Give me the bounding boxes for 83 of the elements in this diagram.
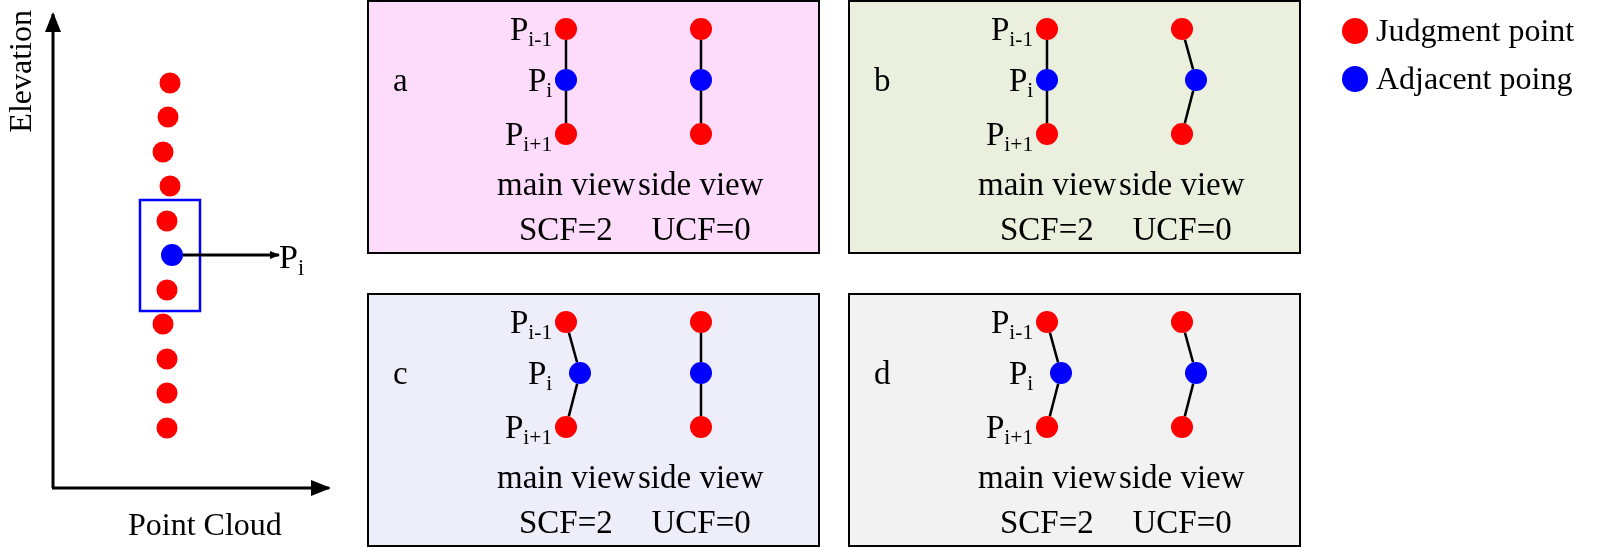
- point-dot: [161, 244, 183, 266]
- point-dot: [555, 69, 577, 91]
- point-dot: [569, 362, 591, 384]
- point-dot: [690, 123, 712, 145]
- point-dot: [690, 362, 712, 384]
- connector-line: [1045, 40, 1049, 69]
- point-label: P$_{i-1}$: [510, 12, 553, 46]
- point-dot: [555, 18, 577, 40]
- point-label: P$_{i}$: [279, 239, 305, 275]
- point-label: P$_{i+1}$: [986, 117, 1034, 151]
- point-dot: [555, 416, 577, 438]
- arrow: [183, 251, 280, 259]
- value-label: SCF=2: [519, 212, 613, 246]
- point-label: P$_{i-1}$: [991, 305, 1034, 339]
- panel-letter: a: [393, 63, 408, 97]
- connector-line: [1048, 332, 1060, 363]
- value-label: SCF=2: [1000, 212, 1094, 246]
- point-label: P$_{i+1}$: [505, 410, 553, 444]
- point-label: P$_{i+1}$: [986, 410, 1034, 444]
- view-label: side view: [1119, 460, 1245, 494]
- point-dot: [1036, 416, 1058, 438]
- point-dot: [555, 311, 577, 333]
- connector-line: [564, 91, 568, 123]
- connector-line: [1183, 90, 1195, 124]
- connector-line: [567, 332, 579, 363]
- connector-line: [1048, 383, 1060, 417]
- view-label: side view: [638, 460, 764, 494]
- legend-text: Adjacent poing: [1376, 60, 1573, 96]
- point-dot: [1171, 18, 1193, 40]
- point-dot: [1171, 311, 1193, 333]
- connector-line: [699, 384, 703, 416]
- point-dot: [555, 123, 577, 145]
- point-label: P$_{i-1}$: [991, 12, 1034, 46]
- view-label: main view: [497, 167, 636, 201]
- view-label: main view: [978, 460, 1117, 494]
- value-label: SCF=2: [519, 505, 613, 539]
- value-label: SCF=2: [1000, 505, 1094, 539]
- point-label: P$_{i+1}$: [505, 117, 553, 151]
- panel-background: [367, 0, 820, 254]
- panel-background: [848, 0, 1301, 254]
- point-dot: [1036, 18, 1058, 40]
- panel-letter: b: [874, 63, 891, 97]
- connector-line: [699, 40, 703, 69]
- connector-line: [564, 40, 568, 69]
- point-dot: [1036, 123, 1058, 145]
- connector-line: [699, 333, 703, 362]
- point-dot: [1171, 416, 1193, 438]
- point-dot: [1036, 311, 1058, 333]
- axis-label: Elevation: [2, 10, 38, 133]
- point-label: P$_{i}$: [1009, 63, 1034, 97]
- connector-line: [1183, 332, 1195, 363]
- connector-line: [1045, 91, 1049, 123]
- value-label: UCF=0: [651, 505, 751, 539]
- panel-background: [367, 293, 820, 547]
- point-dot: [690, 311, 712, 333]
- panel-letter: d: [874, 356, 891, 390]
- point-dot: [690, 69, 712, 91]
- value-label: UCF=0: [1132, 212, 1232, 246]
- view-label: main view: [497, 460, 636, 494]
- point-dot: [690, 416, 712, 438]
- panel-letter: c: [393, 356, 408, 390]
- view-label: main view: [978, 167, 1117, 201]
- point-label: P$_{i-1}$: [510, 305, 553, 339]
- point-dot: [1185, 69, 1207, 91]
- point-dot: [1171, 123, 1193, 145]
- axis-label: Point Cloud: [128, 506, 282, 542]
- connector-line: [699, 91, 703, 123]
- point-dot: [1036, 69, 1058, 91]
- view-label: side view: [1119, 167, 1245, 201]
- point-label: P$_{i}$: [528, 63, 553, 97]
- value-label: UCF=0: [1132, 505, 1232, 539]
- point-dot: [690, 18, 712, 40]
- legend-text: Judgment point: [1376, 12, 1575, 48]
- value-label: UCF=0: [651, 212, 751, 246]
- point-label: P$_{i}$: [1009, 356, 1034, 390]
- point-dot: [1185, 362, 1207, 384]
- panel-background: [848, 293, 1301, 547]
- connector-line: [1183, 383, 1195, 417]
- connector-line: [567, 383, 579, 417]
- point-label: P$_{i}$: [528, 356, 553, 390]
- connector-line: [1183, 39, 1195, 70]
- view-label: side view: [638, 167, 764, 201]
- point-dot: [1050, 362, 1072, 384]
